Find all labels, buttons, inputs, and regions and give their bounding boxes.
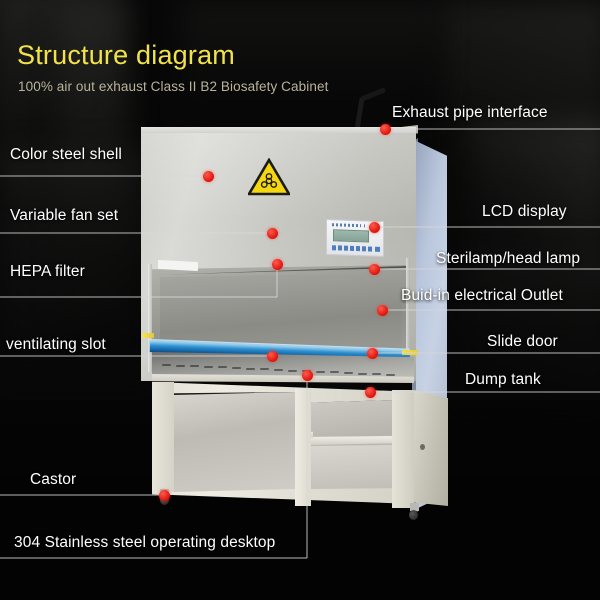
callout-label-build-in-electrical-outlet: Buid-in electrical Outlet [401, 287, 563, 304]
sash-tip-left [141, 332, 155, 339]
background-blur-shape [455, 250, 600, 410]
callout-marker-sterilamp-head-lamp[interactable] [368, 263, 380, 275]
worktop-front-edge [152, 374, 414, 383]
sash-tip-right [401, 349, 419, 356]
indicator-led-row [332, 223, 366, 228]
power-key[interactable] [375, 246, 380, 252]
callout-label-hepa-filter: HEPA filter [10, 263, 85, 280]
stand-open-bay-left [174, 392, 296, 492]
callout-marker-castor[interactable] [158, 489, 170, 501]
page-subtitle: 100% air out exhaust Class II B2 Biosafe… [18, 79, 329, 94]
callout-label-sterilamp-head-lamp: Sterilamp/head lamp [436, 250, 581, 267]
callout-marker-slide-door[interactable] [366, 347, 378, 359]
callout-marker-exhaust-pipe-interface[interactable] [379, 123, 391, 135]
control-key-row[interactable] [332, 245, 373, 252]
callout-marker-build-in-electrical-outlet[interactable] [376, 304, 388, 316]
callout-marker-ventilating-slot[interactable] [266, 350, 278, 362]
callout-label-color-steel-shell: Color steel shell [10, 146, 122, 163]
stand-side-plug [420, 444, 425, 450]
callout-label-stainless-steel-operating-desktop: 304 Stainless steel operating desktop [14, 534, 276, 551]
callout-marker-dump-tank[interactable] [364, 386, 376, 398]
cabinet-top-slab [141, 127, 416, 136]
stand-leg-left [152, 382, 174, 492]
dump-tank-shelf [311, 436, 394, 445]
stand-leg-middle [295, 388, 311, 506]
callout-label-dump-tank: Dump tank [465, 371, 541, 388]
lcd-screen [333, 229, 369, 243]
page-title: Structure diagram [17, 40, 235, 70]
callout-marker-variable-fan-set[interactable] [266, 227, 278, 239]
background-blur-shape [180, 0, 440, 120]
ventilating-slot-grille [152, 352, 414, 382]
callout-label-castor: Castor [30, 471, 77, 488]
callout-label-slide-door: Slide door [487, 333, 558, 350]
chamber-back-wall [160, 273, 402, 353]
callout-label-ventilating-slot: ventilating slot [6, 336, 106, 353]
callout-label-variable-fan-set: Variable fan set [10, 207, 119, 224]
callout-marker-color-steel-shell[interactable] [202, 170, 214, 182]
castor-wheel [409, 510, 418, 520]
callout-marker-hepa-filter[interactable] [271, 258, 283, 270]
background-blur-shape [440, 0, 600, 240]
dump-tank-lower-bay [311, 445, 394, 489]
callout-label-exhaust-pipe-interface: Exhaust pipe interface [392, 104, 548, 121]
background-blur-shape [0, 150, 150, 380]
stand-side-panel [414, 390, 448, 506]
sash-left-post [148, 264, 152, 372]
sash-right-post [406, 258, 410, 370]
callout-label-lcd-display: LCD display [482, 203, 567, 220]
callout-marker-stainless-steel-operating-desktop[interactable] [301, 369, 313, 381]
stand-leg-right [392, 390, 414, 508]
biohazard-icon [248, 158, 290, 196]
castor-bracket [410, 503, 419, 511]
callout-marker-lcd-display[interactable] [368, 221, 380, 233]
